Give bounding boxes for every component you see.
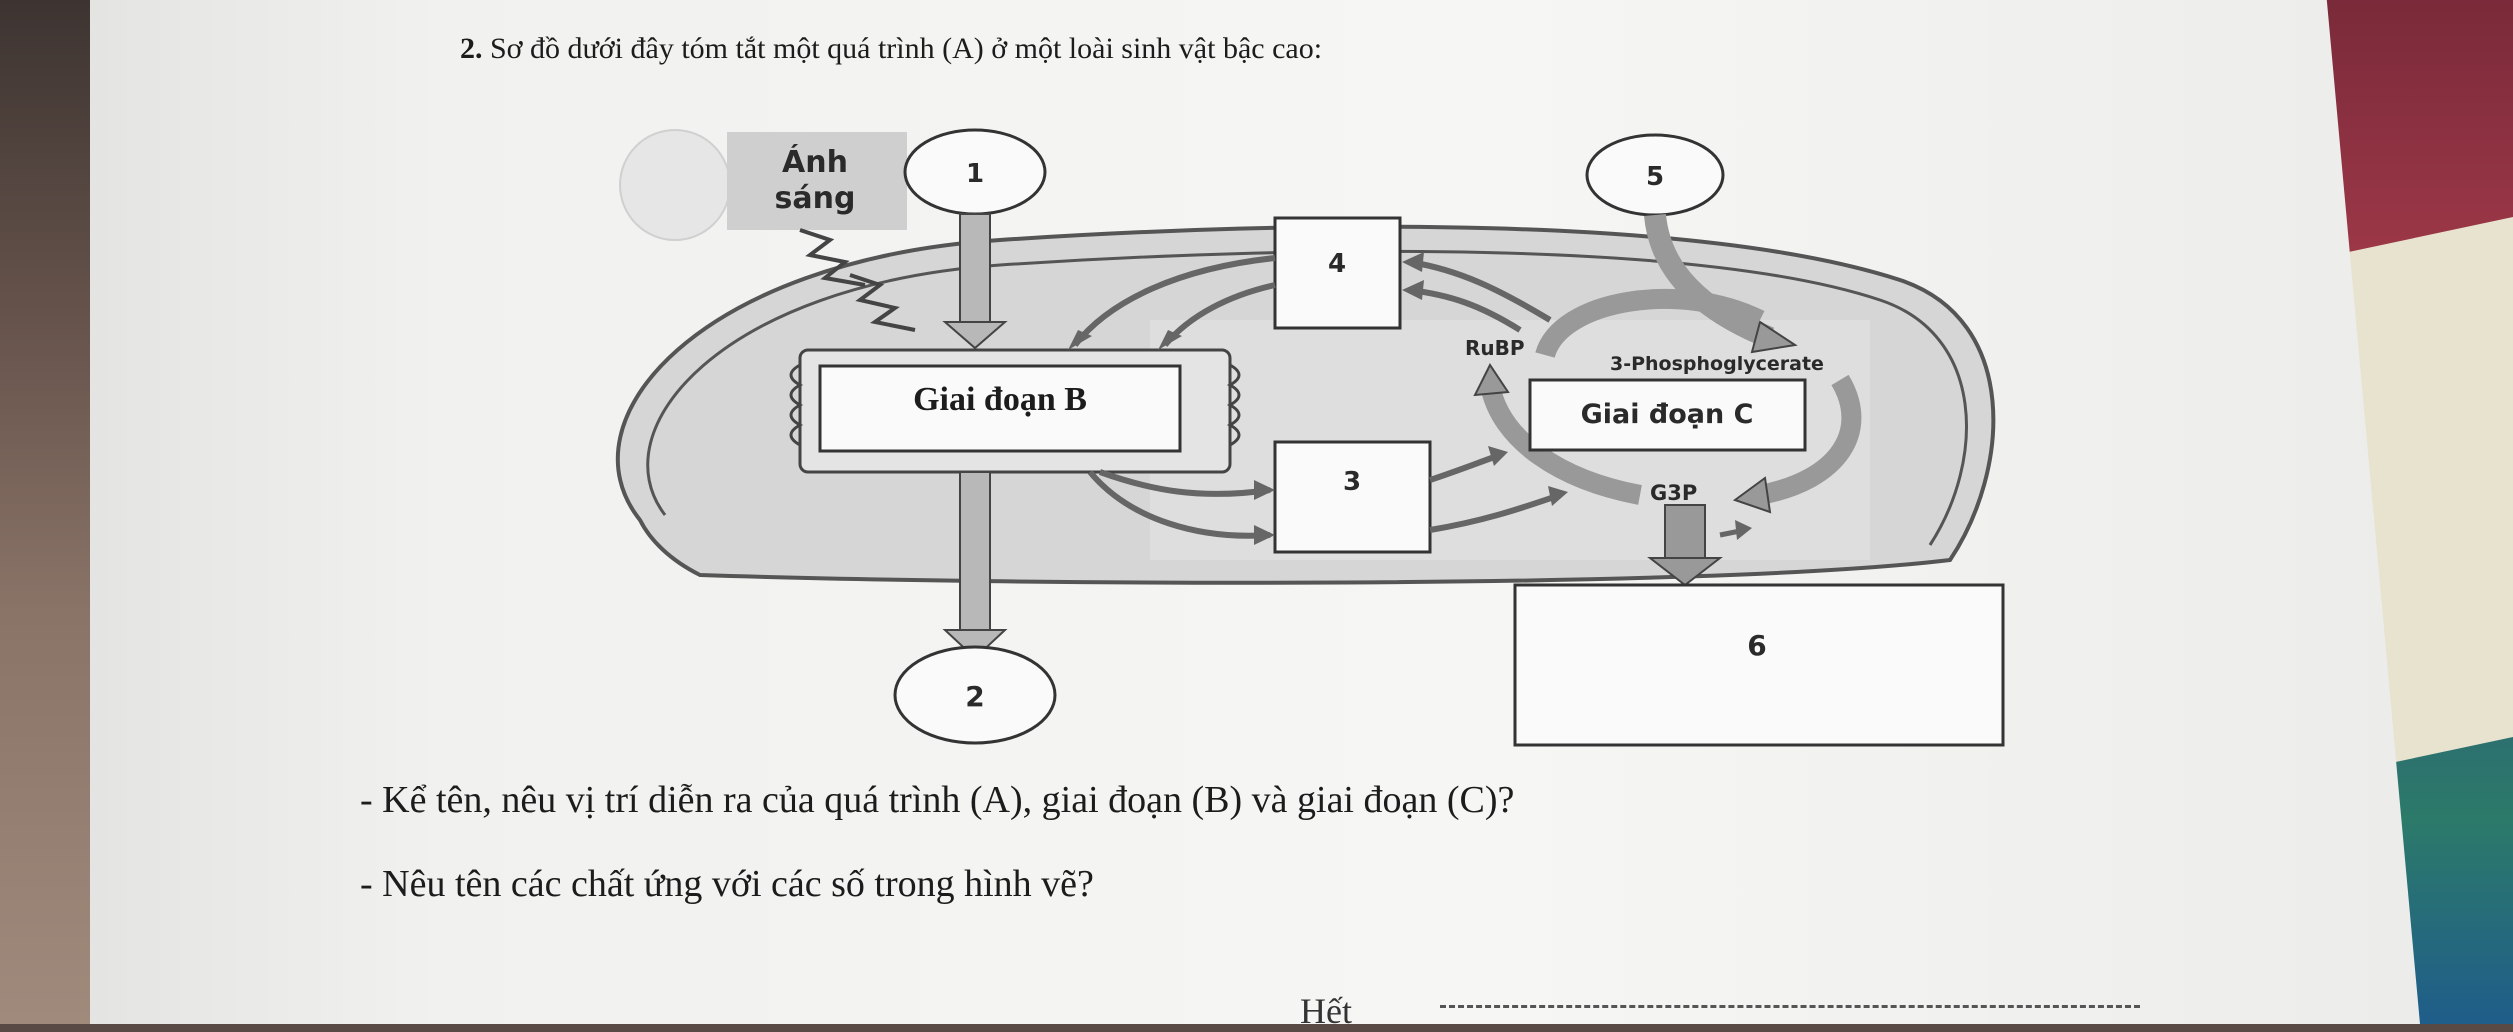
thylakoid-left-edge <box>789 363 804 447</box>
arrow-4-to-b-2-head <box>1158 330 1182 350</box>
circle-1-label: 1 <box>966 159 984 189</box>
arrow-b-to-3 <box>1098 469 1271 497</box>
arrow-5-head <box>1750 320 1798 354</box>
box-6 <box>1513 583 2005 747</box>
arrow-c-to-4-head <box>1402 252 1424 272</box>
cycle-arrow-left <box>1480 382 1642 505</box>
arrow-6-head <box>1647 557 1723 587</box>
phosphoglycerate-label: 3-Phosphoglycerate <box>1610 353 1824 375</box>
arrow-2-shaft <box>959 471 991 633</box>
arrow-b-to-3-2-head <box>1254 525 1275 545</box>
stage-c-box <box>1528 378 1807 452</box>
rubp-label: RuBP <box>1465 336 1525 360</box>
g3p-side-arrow-head <box>1735 520 1752 540</box>
arrow-c-to-4 <box>1409 259 1552 323</box>
bullet-question-1: - Kể tên, nêu vị trí diễn ra của quá trì… <box>360 779 1515 821</box>
question-number: 2. <box>460 32 483 65</box>
footer-dashed-line <box>1440 1005 2140 1008</box>
light-ray-icon <box>799 228 866 287</box>
arrow-3-to-c-2 <box>1429 492 1561 533</box>
arrow-3-to-c-head <box>1488 446 1508 466</box>
arrow-c-to-4-2-head <box>1402 280 1424 300</box>
question-text: Sơ đồ dưới đây tóm tắt một quá trình (A)… <box>490 32 1323 65</box>
arrow-3-to-c-2-head <box>1548 486 1568 506</box>
box-4-label: 4 <box>1328 249 1346 279</box>
cycle-arrow-top <box>1535 288 1765 359</box>
cycle-arrow-right <box>1758 374 1862 505</box>
stage-b-label: Giai đoạn B <box>913 381 1087 418</box>
stage-c-label: Giai đoạn C <box>1581 399 1754 430</box>
arrow-1-head <box>942 321 1008 350</box>
stage-b-box <box>818 364 1182 453</box>
arrow-2-head <box>942 629 1008 660</box>
bullet-question-2: - Nêu tên các chất ứng với các số trong … <box>360 863 1094 905</box>
arrow-6-shaft <box>1664 504 1706 561</box>
arrow-b-to-3-2 <box>1087 470 1271 539</box>
light-ray-icon <box>849 273 916 332</box>
sun-icon <box>619 129 731 241</box>
arrow-b-to-3-head <box>1254 480 1275 500</box>
arrow-1-shaft <box>959 213 991 325</box>
thylakoid-right-edge <box>1226 363 1241 447</box>
chloroplast-inner-membrane <box>646 249 1968 546</box>
light-label-line2: sáng <box>775 181 856 216</box>
footer-end-text: Hết <box>1300 991 1352 1031</box>
light-label-box <box>727 132 907 230</box>
cycle-arrow-left-head <box>1473 363 1510 397</box>
box-3-label: 3 <box>1343 467 1361 497</box>
question-title: 2. Sơ đồ dưới đây tóm tắt một quá trình … <box>460 32 1322 66</box>
light-label-line1: Ánh <box>782 144 848 180</box>
box-3 <box>1273 440 1432 554</box>
circle-2 <box>893 645 1057 745</box>
box-4 <box>1273 216 1402 330</box>
arrow-4-to-b <box>1072 255 1276 347</box>
circle-5-label: 5 <box>1646 162 1664 192</box>
arrow-4-to-b-head <box>1068 330 1092 350</box>
cycle-arrow-right-head <box>1732 476 1772 514</box>
g3p-label: G3P <box>1650 481 1697 505</box>
arrow-5-shaft <box>1644 213 1775 349</box>
circle-2-label: 2 <box>965 680 984 713</box>
box-6-label: 6 <box>1747 629 1766 662</box>
